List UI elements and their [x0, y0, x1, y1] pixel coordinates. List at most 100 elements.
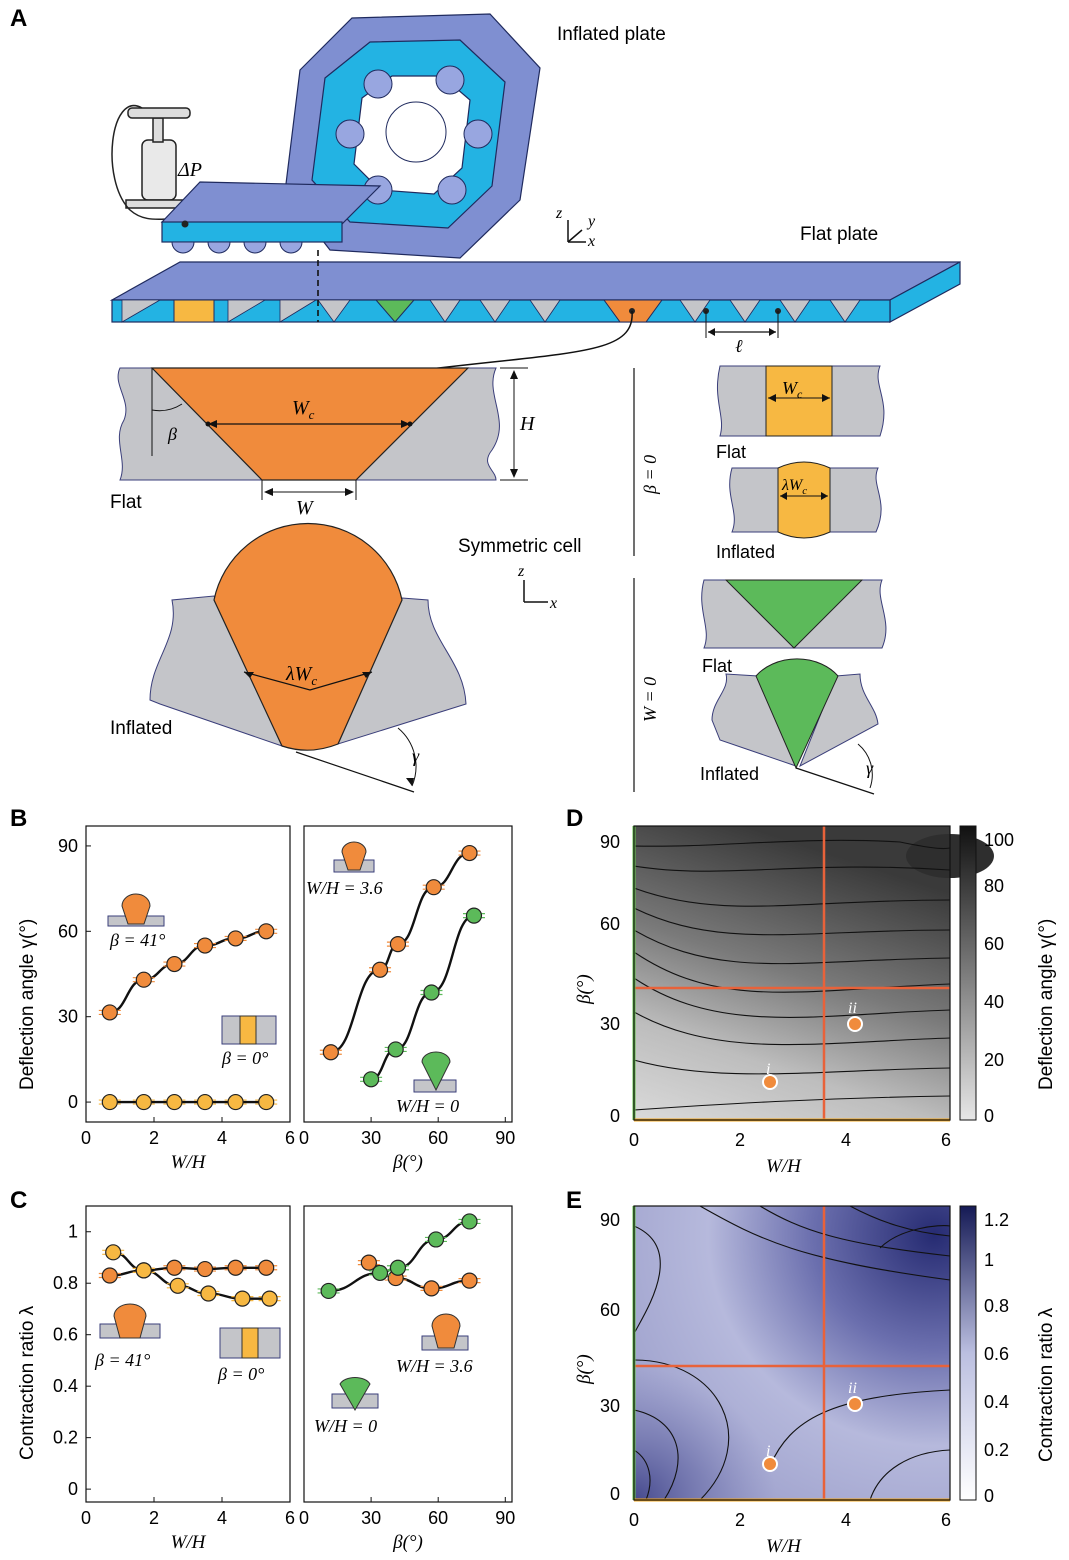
axes-top: [567, 220, 586, 243]
c-ylabel: Contraction ratio λ: [17, 1305, 38, 1460]
axis-z-top: z: [555, 205, 563, 222]
wc-label: Wc: [292, 397, 315, 422]
data-point: [166, 955, 183, 973]
data-point: [135, 971, 152, 988]
small-wc-label: Wc: [782, 378, 803, 401]
x-tick-label: 0: [299, 1128, 309, 1148]
data-point: [200, 1285, 217, 1302]
x-axis-label: β(°): [392, 1152, 423, 1173]
svg-text:60: 60: [984, 934, 1004, 954]
x-tick-label: 2: [149, 1508, 159, 1528]
data-point: [101, 1267, 118, 1284]
e-ylabel: β(°): [574, 1354, 595, 1385]
data-point: [371, 961, 389, 978]
plot-frame: [85, 825, 291, 1123]
axis-x-cell: x: [549, 595, 557, 612]
e-xtick: 6: [941, 1510, 951, 1530]
b-label-beta41: β = 41°: [109, 930, 165, 950]
e-xtick: 2: [735, 1510, 745, 1530]
data-point: [234, 1290, 251, 1307]
d-ytick: 0: [610, 1106, 620, 1126]
y-tick-label: 1: [68, 1222, 78, 1242]
x-axis-label: β(°): [392, 1532, 423, 1553]
e-xlabel: W/H: [766, 1536, 802, 1557]
data-point: [196, 1093, 214, 1111]
y-tick-label: 0: [68, 1092, 78, 1112]
svg-text:1: 1: [984, 1250, 994, 1270]
inset-green-b-icon: [413, 1051, 457, 1093]
d-colorbar-label: Deflection angle γ(°): [1036, 919, 1057, 1090]
x-tick-label: 6: [285, 1508, 295, 1528]
svg-text:0: 0: [984, 1486, 994, 1506]
inflated-small-2-label: Inflated: [700, 764, 759, 784]
b-label-wh0: W/H = 0: [396, 1096, 459, 1116]
panel-letter-e: E: [566, 1187, 582, 1214]
y-tick-label: 0.2: [53, 1428, 78, 1448]
data-point: [362, 1071, 380, 1088]
data-point: [461, 1213, 478, 1230]
flat-small-2-label: Flat: [702, 656, 732, 676]
svg-text:100: 100: [984, 830, 1014, 850]
x-tick-label: 4: [217, 1128, 227, 1148]
data-point: [166, 1259, 183, 1276]
x-tick-label: 30: [361, 1508, 381, 1528]
axis-y-top: y: [586, 213, 596, 230]
x-axis-label: W/H: [171, 1152, 207, 1173]
y-tick-label: 0.6: [53, 1325, 78, 1345]
small-lambda-wc-label: λWc: [781, 477, 807, 497]
data-point: [465, 907, 483, 924]
e-ytick: 60: [600, 1300, 620, 1320]
d-xlabel: W/H: [766, 1156, 802, 1177]
data-point: [320, 1282, 337, 1300]
d-colorbar-ticks: 100 80 60 40 20 0: [984, 830, 1014, 1126]
data-point: [425, 879, 442, 896]
data-point: [135, 1262, 152, 1279]
y-tick-label: 30: [58, 1007, 78, 1027]
ell-label: ℓ: [735, 336, 743, 356]
svg-text:0.2: 0.2: [984, 1440, 1009, 1460]
flat-label-main: Flat: [110, 492, 142, 513]
data-point: [196, 937, 214, 954]
panel-letter-d: D: [566, 805, 583, 832]
data-point: [427, 1231, 445, 1248]
data-point: [105, 1244, 122, 1261]
x-tick-label: 0: [81, 1508, 91, 1528]
d-point-ii: ii: [848, 1000, 857, 1017]
flat-cell-diagram: [117, 367, 528, 500]
heatmap-e: [632, 1205, 951, 1502]
data-point: [101, 1004, 118, 1021]
beta-zero-label: β = 0: [640, 455, 660, 495]
heatmap-d: [632, 825, 994, 1122]
x-tick-label: 90: [495, 1508, 515, 1528]
panel-letter-b: B: [10, 805, 27, 832]
panel-letter-c: C: [10, 1187, 27, 1214]
d-ylabel: β(°): [574, 974, 595, 1005]
plot-frame: [303, 825, 513, 1123]
inset-orange-c2-icon: [421, 1313, 469, 1351]
e-xtick: 4: [841, 1510, 851, 1530]
x-tick-label: 30: [361, 1128, 381, 1148]
c-label-wh0: W/H = 0: [314, 1416, 377, 1436]
d-ytick: 30: [600, 1014, 620, 1034]
w0-inflated-cell: [711, 658, 879, 795]
svg-text:80: 80: [984, 876, 1004, 896]
e-xtick: 0: [629, 1510, 639, 1530]
inset-yellow-b-icon: [221, 1015, 277, 1045]
data-point: [258, 923, 275, 940]
plot-frame: [303, 1205, 513, 1503]
inset-icons: [99, 841, 469, 1412]
d-xtick: 4: [841, 1130, 851, 1150]
h-label: H: [519, 413, 536, 435]
data-point: [387, 1041, 404, 1058]
e-point-i: i: [766, 1443, 770, 1460]
data-point: [261, 1290, 278, 1307]
beta0-inflated-cell: [729, 461, 882, 539]
x-tick-label: 6: [285, 1128, 295, 1148]
inflated-small-1-label: Inflated: [716, 542, 775, 562]
e-colorbar-ticks: 1.2 1 0.8 0.6 0.4 0.2 0: [984, 1210, 1009, 1506]
e-ytick: 90: [600, 1210, 620, 1230]
data-point: [227, 930, 244, 947]
d-xtick: 0: [629, 1130, 639, 1150]
data-point: [169, 1277, 186, 1294]
